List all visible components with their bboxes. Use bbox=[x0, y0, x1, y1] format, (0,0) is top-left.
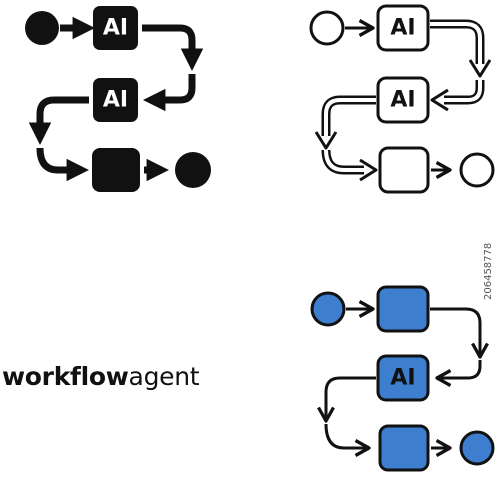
arrow-head bbox=[468, 59, 492, 78]
ai-node-label: AI bbox=[390, 366, 415, 391]
task-node bbox=[378, 424, 430, 472]
ai-node bbox=[93, 78, 138, 122]
flow-arrow bbox=[430, 19, 485, 64]
ai-node-label: AI bbox=[390, 16, 415, 41]
flow-arrow bbox=[435, 360, 482, 387]
arrow-head bbox=[314, 131, 338, 150]
start-node bbox=[309, 10, 345, 46]
flow-arrow bbox=[36, 147, 89, 182]
caption-bold: workflow bbox=[2, 362, 129, 391]
workflow-agent-color-icon: AI bbox=[310, 285, 495, 472]
ai-node-label: AI bbox=[390, 88, 415, 113]
ai-node bbox=[376, 4, 430, 52]
stock-id-watermark: 206458778 bbox=[483, 242, 494, 300]
ai-node-label: AI bbox=[103, 88, 128, 113]
flow-arrow bbox=[143, 74, 196, 112]
ai-node-label: AI bbox=[103, 16, 128, 41]
task-node bbox=[378, 146, 430, 194]
caption-light: agent bbox=[128, 362, 200, 391]
ai-node bbox=[376, 354, 430, 402]
workflow-agent-caption: workflowagent bbox=[2, 362, 200, 391]
arrow-head bbox=[359, 158, 378, 182]
ai-node bbox=[93, 6, 138, 50]
workflow-agent-outline-icon: AI AI bbox=[309, 4, 495, 194]
task-node bbox=[376, 285, 430, 333]
ai-node bbox=[376, 76, 430, 124]
flow-arrow bbox=[28, 96, 89, 145]
flow-arrow bbox=[321, 95, 376, 136]
arrow-head bbox=[430, 88, 449, 112]
start-node bbox=[310, 291, 346, 327]
flow-arrow bbox=[142, 24, 204, 71]
flow-arrow bbox=[324, 423, 371, 457]
flow-arrow bbox=[430, 307, 489, 359]
workflow-agent-glyph-icon: AI AI bbox=[25, 6, 211, 192]
end-node bbox=[459, 152, 495, 188]
start-node bbox=[25, 11, 59, 45]
end-node bbox=[459, 430, 495, 466]
end-node bbox=[175, 152, 211, 188]
flow-arrow bbox=[317, 376, 376, 423]
task-node bbox=[92, 148, 140, 192]
